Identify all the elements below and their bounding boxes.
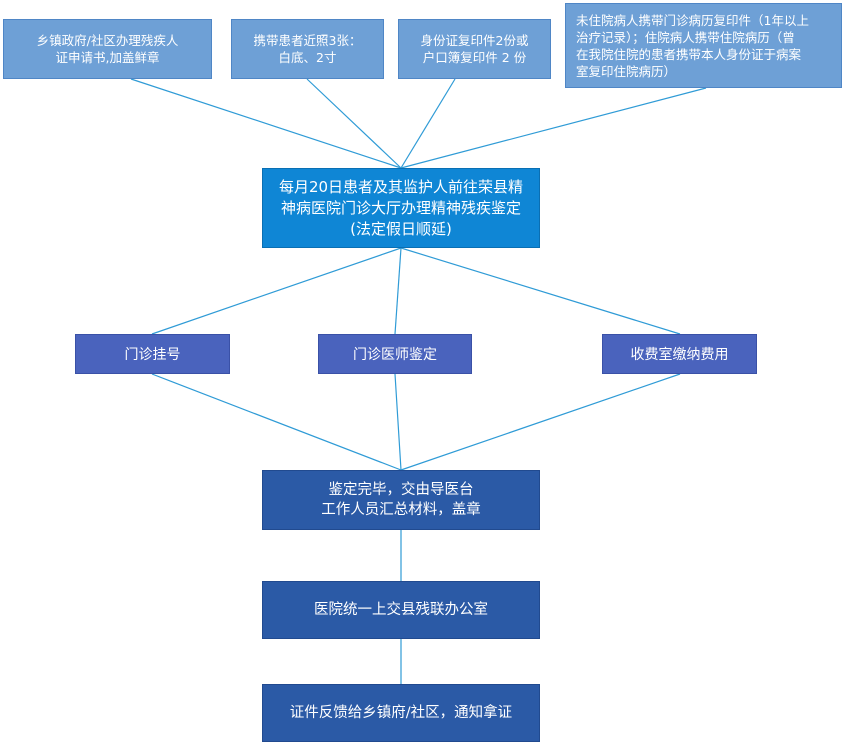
connector-req1-main (130, 78, 402, 169)
requirement-text: 乡镇政府/社区办理残疾人 证申请书,加盖鲜章 (36, 33, 179, 65)
main-step-box: 每月20日患者及其监护人前往荣县精 神病医院门诊大厅办理精神残疾鉴定 (法定假日… (262, 168, 540, 248)
step-box-doctor-assessment: 门诊医师鉴定 (318, 334, 472, 374)
requirement-text: 携带患者近照3张： 白底、2寸 (253, 33, 362, 65)
connector-main-step2 (394, 247, 402, 335)
requirement-box-id-copies: 身份证复印件2份或 户口簿复印件 2 份 (398, 19, 551, 79)
process-box-notify-pickup: 证件反馈给乡镇府/社区，通知拿证 (262, 684, 540, 742)
step-text: 门诊挂号 (124, 347, 181, 363)
connector-req2-main (306, 78, 402, 169)
connector-step3-proc1 (400, 373, 681, 471)
main-step-text: 每月20日患者及其监护人前往荣县精 神病医院门诊大厅办理精神残疾鉴定 (法定假日… (278, 177, 524, 238)
process-text: 证件反馈给乡镇府/社区，通知拿证 (289, 705, 513, 721)
process-text: 医院统一上交县残联办公室 (314, 602, 488, 618)
step-text: 门诊医师鉴定 (353, 347, 437, 363)
connector-main-step1 (151, 247, 402, 335)
process-text: 鉴定完毕，交由导医台 工作人员汇总材料，盖章 (321, 482, 481, 518)
requirement-box-photos: 携带患者近照3张： 白底、2寸 (231, 19, 384, 79)
process-box-collect-materials: 鉴定完毕，交由导医台 工作人员汇总材料，盖章 (262, 470, 540, 530)
requirement-text: 未住院病人携带门诊病历复印件（1年以上 治疗记录）；住院病人携带住院病历（曾 在… (576, 12, 809, 79)
requirement-box-medical-records: 未住院病人携带门诊病历复印件（1年以上 治疗记录）；住院病人携带住院病历（曾 在… (565, 3, 842, 88)
step-text: 收费室缴纳费用 (630, 347, 729, 363)
connector-req3-main (400, 78, 456, 169)
connector-step1-proc1 (151, 373, 402, 471)
step-box-registration: 门诊挂号 (75, 334, 230, 374)
connector-req4-main (400, 87, 707, 169)
connector-main-step3 (400, 247, 681, 335)
process-box-submit-to-county: 医院统一上交县残联办公室 (262, 581, 540, 639)
connector-step2-proc1 (394, 373, 402, 471)
requirement-box-application: 乡镇政府/社区办理残疾人 证申请书,加盖鲜章 (3, 19, 212, 79)
requirement-text: 身份证复印件2份或 户口簿复印件 2 份 (420, 33, 529, 65)
step-box-payment: 收费室缴纳费用 (602, 334, 757, 374)
